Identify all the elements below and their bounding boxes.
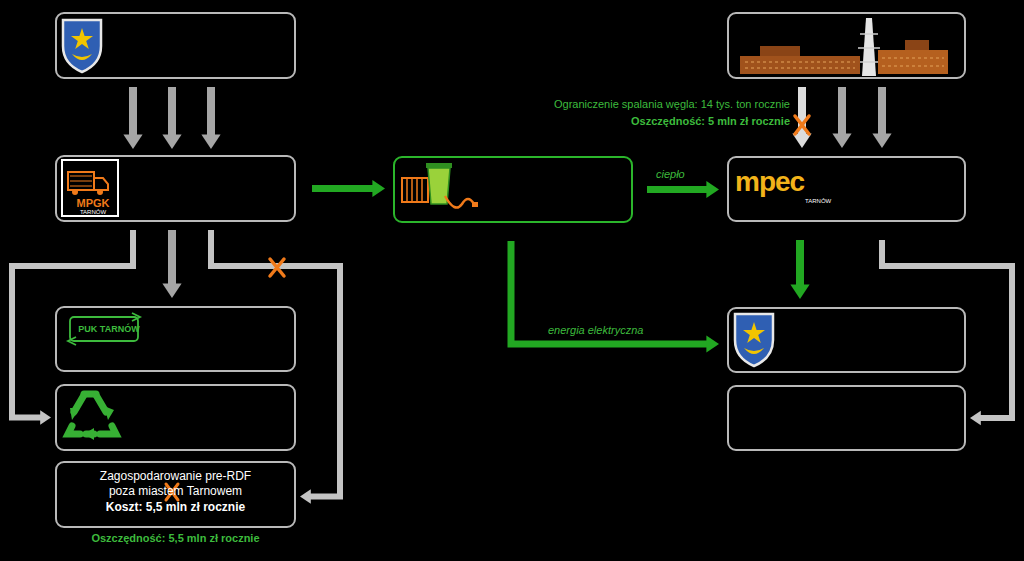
node-text: TARNÓW xyxy=(805,198,835,205)
recycle-symbol xyxy=(68,394,116,434)
flow-arrow xyxy=(162,87,181,149)
flow-arrow xyxy=(201,87,220,149)
plant-box xyxy=(393,156,633,223)
flow-arrow xyxy=(872,87,891,148)
process-box xyxy=(55,384,296,451)
recycle-arrowheads xyxy=(70,406,114,440)
tarnow-crest xyxy=(735,314,773,366)
node-text: Zagospodarowanie pre-RDF poza miastem Ta… xyxy=(91,469,261,499)
energy-plant-icon xyxy=(402,163,478,208)
organisation-box xyxy=(55,12,296,79)
flow-arrow xyxy=(790,240,809,299)
cross-mark xyxy=(270,259,284,276)
result-box xyxy=(727,385,966,451)
company-box: mpecTARNÓW xyxy=(727,156,966,222)
tarnow-crest xyxy=(63,20,101,72)
company-box: PUK TARNÓW xyxy=(55,306,296,372)
node-text: mpec xyxy=(735,167,825,197)
savings-note: Oszczędność: 5 mln zł rocznie xyxy=(590,115,792,127)
flow-arrow xyxy=(162,230,181,298)
flow-arrow xyxy=(792,87,811,148)
flow-arrow xyxy=(312,180,385,197)
savings-note: Ograniczenie spalania węgla: 14 tys. ton… xyxy=(540,98,792,110)
edge-label: energia elektryczna xyxy=(546,324,645,336)
process-box: Zagospodarowanie pre-RDF poza miastem Ta… xyxy=(55,461,296,528)
flow-arrow xyxy=(511,241,719,352)
flow-arrow xyxy=(882,240,1012,425)
organisation-box xyxy=(727,307,966,373)
node-text: TARNÓW xyxy=(65,209,121,216)
edge-label: ciepło xyxy=(654,168,687,180)
node-text: PUK TARNÓW xyxy=(77,323,141,335)
savings-note: Oszczędność: 5,5 mln zł rocznie xyxy=(55,532,296,544)
power-plant-box xyxy=(727,12,966,79)
flow-arrow xyxy=(832,87,851,148)
company-box: MPGKTARNÓW xyxy=(55,155,296,222)
node-text: MPGK xyxy=(65,197,121,209)
node-text: Koszt: 5,5 mln zł rocznie xyxy=(76,499,276,515)
flow-arrow xyxy=(123,87,142,149)
cross-mark xyxy=(795,116,809,134)
puk-logo xyxy=(68,313,140,345)
power-plant-illustration xyxy=(740,18,948,76)
flow-arrow xyxy=(647,181,719,198)
